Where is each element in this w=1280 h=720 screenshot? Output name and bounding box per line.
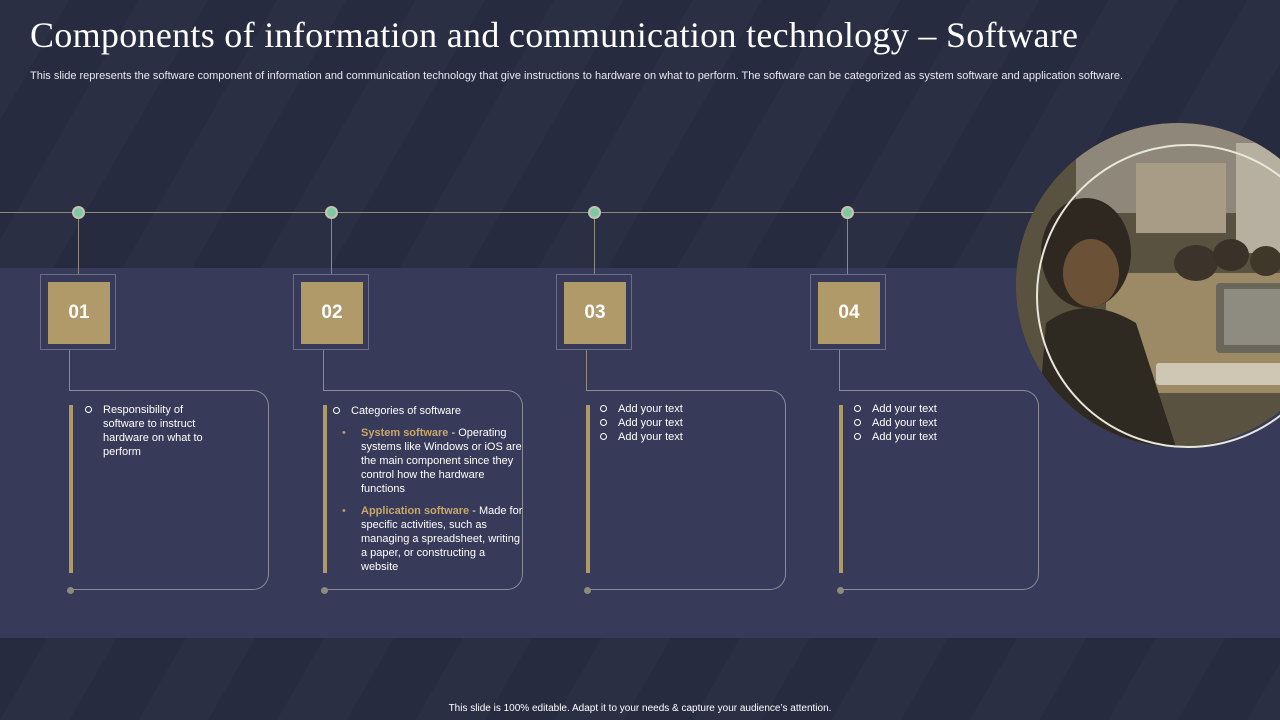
step-card-2	[323, 390, 523, 590]
timeline-dot-1	[72, 206, 85, 219]
subitem-label: Application software	[361, 505, 470, 517]
timeline-dot-4	[841, 206, 854, 219]
timeline-dot-2	[325, 206, 338, 219]
step-card-3	[586, 390, 786, 590]
step-4-item: Add your text	[854, 430, 1014, 444]
slide-subtitle: This slide represents the software compo…	[30, 70, 1124, 82]
step-content-1: Responsibility of software to instruct h…	[85, 403, 215, 459]
step-accent-bar-2	[323, 405, 327, 573]
step-3-item: Add your text	[600, 430, 760, 444]
step-number-3: 03	[564, 282, 626, 344]
bullet-icon: •	[342, 427, 346, 439]
step-end-dot-1	[67, 587, 74, 594]
connector-4	[847, 219, 848, 274]
step-content-3: Add your text Add your text Add your tex…	[600, 402, 760, 444]
connector-3b	[586, 350, 587, 390]
step-end-dot-4	[837, 587, 844, 594]
step-card-1	[69, 390, 269, 590]
subitem-text: Operating systems like Windows or iOS ar…	[361, 427, 522, 495]
step-number-1: 01	[48, 282, 110, 344]
step-number-box-3: 03	[556, 274, 632, 350]
step-card-4	[839, 390, 1039, 590]
step-number-2: 02	[301, 282, 363, 344]
connector-4b	[839, 350, 840, 390]
step-number-4: 04	[818, 282, 880, 344]
step-accent-bar-1	[69, 405, 73, 573]
step-content-4: Add your text Add your text Add your tex…	[854, 402, 1014, 444]
step-4-item: Add your text	[854, 416, 1014, 430]
step-number-box-4: 04	[810, 274, 886, 350]
step-end-dot-2	[321, 587, 328, 594]
step-number-box-1: 01	[40, 274, 116, 350]
subitem-label: System software	[361, 427, 449, 439]
step-end-dot-3	[584, 587, 591, 594]
step-2-subitem-1: • System software - Operating systems li…	[342, 427, 522, 495]
connector-3	[594, 219, 595, 274]
step-4-item: Add your text	[854, 402, 1014, 416]
step-accent-bar-3	[586, 405, 590, 573]
step-1-item: Responsibility of software to instruct h…	[85, 403, 215, 459]
connector-1b	[69, 350, 70, 390]
connector-2	[331, 219, 332, 274]
step-2-item: Categories of software	[333, 404, 523, 418]
slide-title: Components of information and communicat…	[30, 15, 1079, 55]
step-content-2: Categories of software • System software…	[333, 404, 523, 574]
step-number-box-2: 02	[293, 274, 369, 350]
subitem-text: Made for specific activities, such as ma…	[361, 505, 523, 573]
step-accent-bar-4	[839, 405, 843, 573]
connector-2b	[323, 350, 324, 390]
step-2-subitem-2: • Application software - Made for specif…	[342, 505, 523, 573]
step-3-item: Add your text	[600, 416, 760, 430]
timeline-dot-3	[588, 206, 601, 219]
bullet-icon: •	[342, 505, 346, 517]
footer-note: This slide is 100% editable. Adapt it to…	[448, 703, 832, 714]
step-3-item: Add your text	[600, 402, 760, 416]
connector-1	[78, 219, 79, 274]
timeline-line	[0, 212, 1040, 213]
